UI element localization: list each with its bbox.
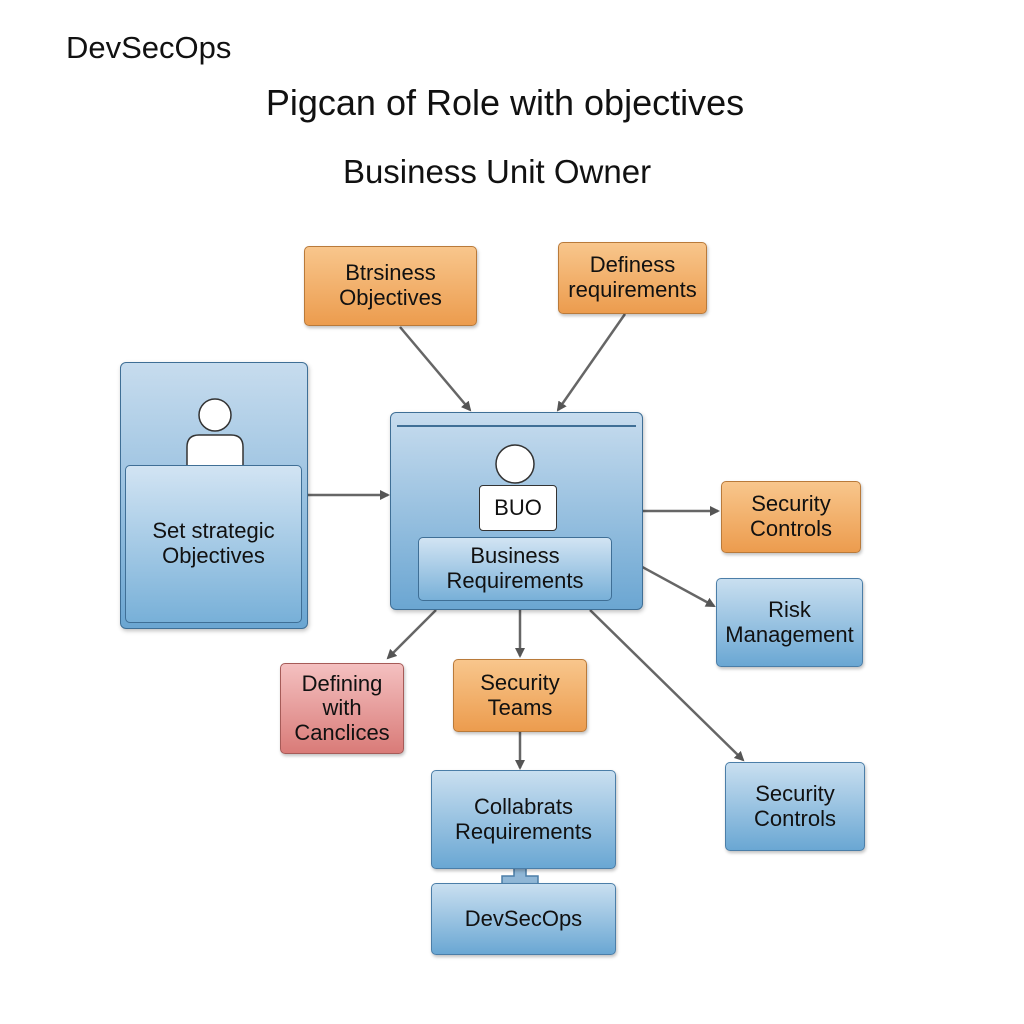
devsecops-box: DevSecOps — [431, 883, 616, 955]
diagram-subtitle: Business Unit Owner — [342, 153, 652, 190]
strategic-objectives-panel: Set strategic Objectives — [120, 362, 308, 629]
buo-panel-divider — [397, 425, 636, 427]
defines-requirements-box: Definess requirements — [558, 242, 707, 314]
business-requirements-box: Business Requirements — [418, 537, 612, 601]
security-controls-bottom-box: Security Controls — [725, 762, 865, 851]
arrow-business-objectives-to-buo — [399, 326, 472, 412]
user-icon — [495, 444, 535, 484]
arrow-buo-to-defining — [386, 609, 437, 660]
arrow-buo-to-security-controls-bottom — [589, 609, 745, 762]
corner-label: DevSecOps — [66, 30, 232, 65]
collabrats-requirements-box: Collabrats Requirements — [431, 770, 616, 869]
security-controls-box: Security Controls — [721, 481, 861, 553]
arrow-defines-requirements-to-buo — [556, 313, 627, 412]
buo-badge: BUO — [479, 485, 557, 531]
strategic-objectives-label: Set strategic Objectives — [125, 465, 302, 623]
buo-panel: BUO Business Requirements — [390, 412, 643, 610]
user-icon — [186, 398, 244, 468]
defining-canclices-box: Defining with Canclices — [280, 663, 404, 754]
business-objectives-box: Btrsiness Objectives — [304, 246, 477, 326]
risk-management-box: Risk Management — [716, 578, 863, 667]
diagram-title: Pigcan of Role with objectives — [265, 82, 745, 123]
security-teams-box: Security Teams — [453, 659, 587, 732]
